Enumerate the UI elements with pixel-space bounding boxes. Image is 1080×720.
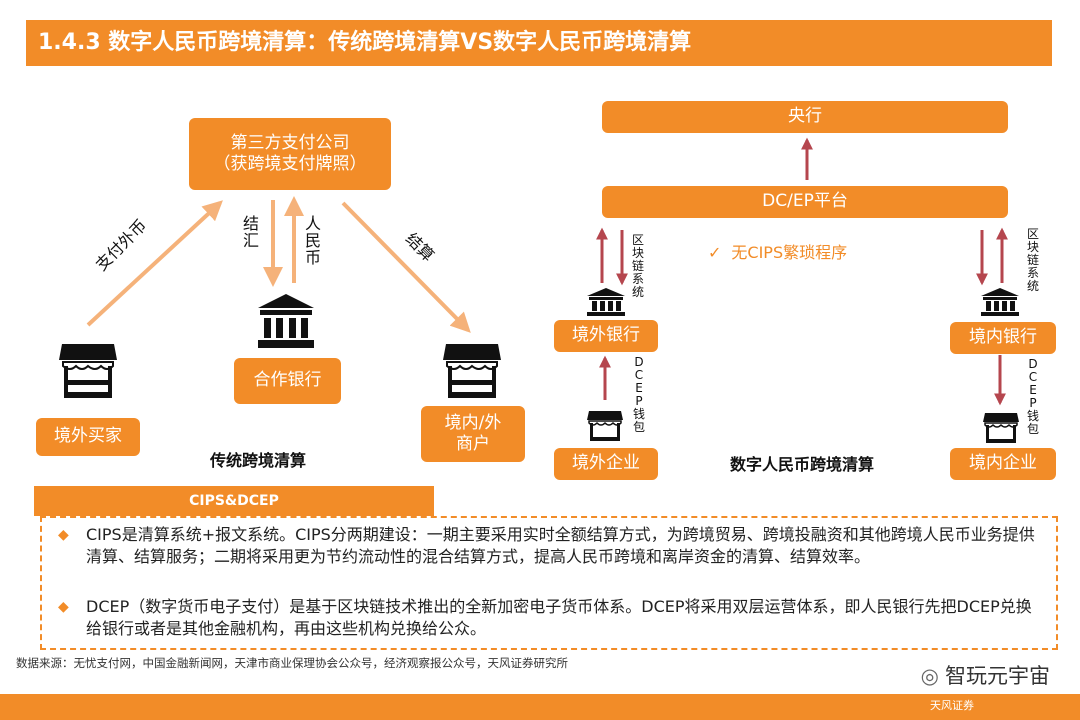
brand-watermark: ◎智玩元宇宙 [921, 660, 1050, 690]
foreign-buyer-label: 境外买家 [54, 426, 122, 447]
label-settle-fx: 结汇 [242, 214, 259, 250]
foreign-company-box: 境外企业 [554, 448, 658, 480]
footer-bar [0, 694, 1080, 720]
dcep-wallet-label-right: DCEP钱包 [1026, 357, 1039, 436]
coop-bank-label: 合作银行 [253, 370, 322, 391]
wechat-icon: ◎ [920, 664, 939, 688]
bank-icon [981, 288, 1019, 316]
shop-icon [983, 413, 1019, 443]
shop-icon [587, 411, 623, 441]
third-party-payment-box: 第三方支付公司 （获跨境支付牌照） [189, 118, 391, 190]
arrow-third-party-to-merchant [341, 201, 471, 333]
digital-caption: 数字人民币跨境清算 [730, 455, 875, 474]
data-source: 数据来源：无忧支付网，中国金融新闻网，天津市商业保理协会公众号，经济观察报公众号… [16, 656, 568, 670]
third-party-line1: 第三方支付公司 [230, 132, 350, 153]
dcep-platform-box: DC/EP平台 [602, 186, 1008, 218]
shop-icon [59, 344, 117, 398]
page-title: 1.4.3 数字人民币跨境清算：传统跨境清算VS数字人民币跨境清算 [38, 30, 692, 55]
brand-label: 智玩元宇宙 [945, 664, 1050, 688]
merchant-line1: 境内/外 [444, 412, 502, 433]
cips-description-box: ◆ CIPS是清算系统+报文系统。CIPS分两期建设：一期主要采用实时全额结算方… [40, 516, 1058, 650]
title-bar: 1.4.3 数字人民币跨境清算：传统跨境清算VS数字人民币跨境清算 [26, 20, 1052, 66]
traditional-caption: 传统跨境清算 [210, 451, 307, 470]
bank-icon [587, 288, 625, 316]
central-bank-label: 央行 [788, 106, 822, 127]
blockchain-label-right: 区块链系统 [1026, 227, 1039, 293]
foreign-bank-label: 境外银行 [572, 325, 640, 346]
diamond-bullet-icon: ◆ [58, 527, 69, 543]
cips-paragraph: CIPS是清算系统+报文系统。CIPS分两期建设：一期主要采用实时全额结算方式，… [86, 525, 1035, 566]
foreign-company-label: 境外企业 [572, 453, 640, 474]
central-bank-box: 央行 [602, 101, 1008, 133]
domestic-company-box: 境内企业 [950, 448, 1056, 480]
cips-header: CIPS&DCEP [34, 486, 434, 516]
dcep-paragraph: DCEP（数字货币电子支付）是基于区块链技术推出的全新加密电子货币体系。DCEP… [86, 597, 1032, 638]
foreign-buyer-box: 境外买家 [36, 418, 140, 456]
merchant-box: 境内/外 商户 [421, 406, 525, 462]
shop-icon [443, 344, 501, 398]
no-cips-label: 无CIPS繁琐程序 [731, 243, 848, 262]
check-icon: ✓ [708, 243, 722, 262]
arrow-buyer-to-third-party [86, 200, 223, 327]
label-rmb: 人民币 [304, 214, 321, 267]
no-cips-note: ✓ 无CIPS繁琐程序 [708, 239, 847, 263]
domestic-bank-box: 境内银行 [950, 322, 1056, 354]
footer-brand: 天风证券 [930, 699, 974, 712]
diamond-bullet-icon: ◆ [58, 599, 69, 615]
merchant-line2: 商户 [456, 434, 490, 454]
domestic-company-label: 境内企业 [969, 453, 1037, 474]
third-party-line2: （获跨境支付牌照） [213, 154, 367, 174]
coop-bank-box: 合作银行 [234, 358, 341, 404]
dcep-wallet-label-left: DCEP钱包 [632, 355, 645, 434]
domestic-bank-label: 境内银行 [969, 327, 1037, 348]
dcep-platform-label: DC/EP平台 [762, 191, 848, 212]
blockchain-label-left: 区块链系统 [631, 233, 644, 299]
bank-icon [258, 294, 314, 348]
foreign-bank-box: 境外银行 [554, 320, 658, 352]
